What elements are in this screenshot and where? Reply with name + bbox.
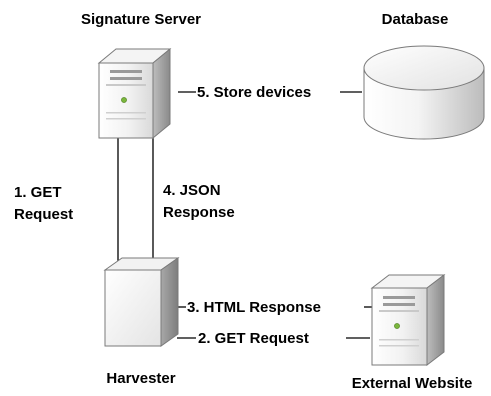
signature-server-title: Signature Server xyxy=(81,11,201,28)
edge-label-json-response-line1: 4. JSON xyxy=(163,182,221,199)
external-website-server-icon xyxy=(370,273,446,367)
harvester-title: Harvester xyxy=(106,370,175,387)
signature-server-icon xyxy=(97,47,172,140)
edge-label-get-request-2: 2. GET Request xyxy=(198,330,309,347)
database-icon xyxy=(363,45,485,140)
edge-label-json-response-line2: Response xyxy=(163,204,235,221)
edge-label-get-request-1-line2: Request xyxy=(14,206,73,223)
edge-label-html-response: 3. HTML Response xyxy=(187,299,321,316)
database-title: Database xyxy=(382,11,449,28)
external-website-title: External Website xyxy=(352,375,473,392)
harvester-icon xyxy=(103,257,180,347)
edge-label-get-request-1-line1: 1. GET xyxy=(14,184,62,201)
connectors xyxy=(117,91,378,339)
edge-label-store-devices: 5. Store devices xyxy=(197,84,311,101)
